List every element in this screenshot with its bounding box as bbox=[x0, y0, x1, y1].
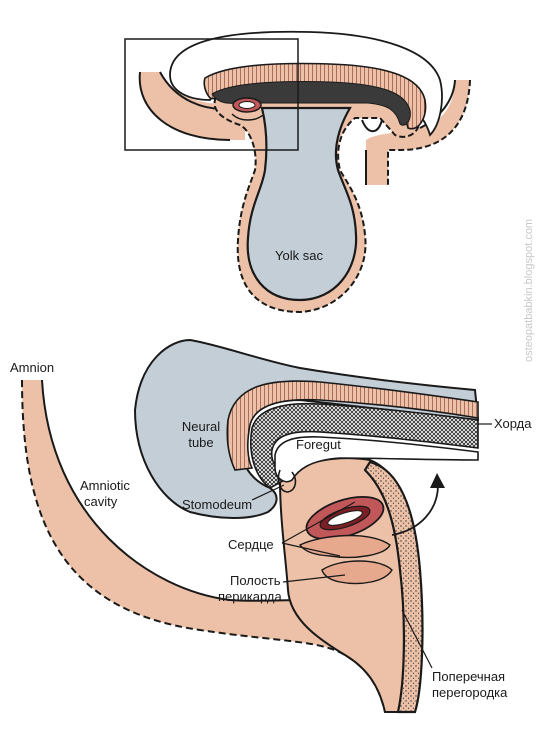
label-chorda: Хорда bbox=[494, 416, 532, 431]
yolk-sac bbox=[246, 106, 358, 302]
label-neural-tube-2: tube bbox=[188, 435, 214, 450]
foregut bbox=[274, 436, 479, 483]
top-neural-layer bbox=[203, 62, 427, 130]
leader-septum bbox=[401, 609, 433, 669]
label-amniotic-cavity-2: cavity bbox=[84, 494, 118, 509]
label-amnion: Amnion bbox=[10, 360, 55, 375]
top-embryo bbox=[124, 30, 471, 314]
growth-arrow bbox=[391, 484, 439, 536]
label-neural-tube-1: Neural bbox=[181, 419, 221, 434]
leader-stomodeum bbox=[251, 484, 285, 501]
label-foregut: Foregut bbox=[296, 437, 341, 452]
watermark: osteopatbabkin.blogspot.com bbox=[523, 218, 535, 362]
label-heart: Сердце bbox=[228, 537, 274, 552]
leader-heart-2 bbox=[281, 542, 341, 557]
inset-box bbox=[124, 38, 299, 151]
right-tissue-arm bbox=[366, 80, 470, 185]
label-yolk-sac: Yolk sac bbox=[275, 248, 323, 263]
leader-heart-1 bbox=[281, 501, 356, 544]
label-pericardial-cavity-2: перикарда bbox=[218, 589, 282, 604]
label-septum-1: Поперечная bbox=[432, 669, 506, 684]
neural-tube bbox=[226, 380, 479, 471]
bottom-embryo bbox=[21, 338, 492, 714]
leader-pericardium bbox=[282, 574, 346, 583]
label-amniotic-cavity-1: Amniotic bbox=[80, 478, 130, 493]
label-septum-2: перегородка bbox=[432, 685, 508, 700]
septum-transversum bbox=[363, 460, 424, 714]
stomodeum bbox=[277, 469, 297, 493]
label-pericardial-cavity-1: Полость bbox=[230, 573, 281, 588]
label-stomodeum: Stomodeum bbox=[182, 497, 253, 512]
pericardial-lobe-2 bbox=[321, 560, 393, 585]
